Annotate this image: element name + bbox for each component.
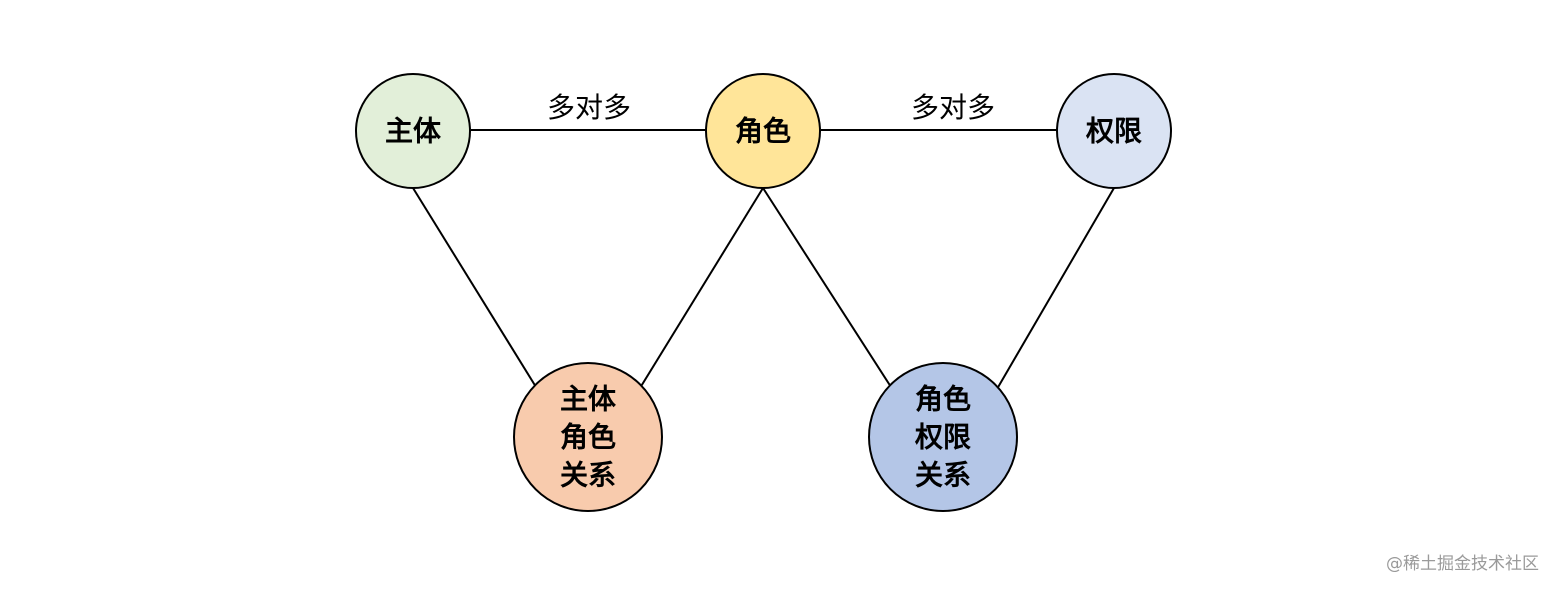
edge-role-to-subject-role-relation xyxy=(639,187,764,389)
node-label-subject-role-relation-line-1: 角色 xyxy=(560,421,616,454)
edge-label-subject-to-role: 多对多 xyxy=(547,91,631,124)
node-circle-role-permission-relation xyxy=(868,362,1018,512)
node-label-role-permission-relation-line-2: 关系 xyxy=(915,459,971,492)
node-subject: 主体 xyxy=(355,73,471,189)
node-label-permission-line-0: 权限 xyxy=(1085,115,1142,148)
edge-role-to-role-permission-relation xyxy=(762,187,892,388)
watermark-text: @稀土掘金技术社区 xyxy=(1386,554,1539,574)
node-circle-subject xyxy=(355,73,471,189)
node-label-subject-role-relation-line-0: 主体 xyxy=(560,383,617,416)
node-circle-subject-role-relation xyxy=(513,362,663,512)
node-circle-permission xyxy=(1056,73,1172,189)
node-label-role-permission-relation-line-1: 权限 xyxy=(914,421,971,454)
node-permission: 权限 xyxy=(1056,73,1172,189)
node-label-subject-role-relation-line-2: 关系 xyxy=(560,459,616,492)
edge-subject-to-subject-role-relation xyxy=(412,187,537,388)
edge-permission-to-role-permission-relation xyxy=(996,187,1115,390)
edge-label-role-to-permission: 多对多 xyxy=(911,91,995,124)
node-label-role-permission-relation-line-0: 角色 xyxy=(915,383,971,416)
node-role: 角色 xyxy=(705,73,821,189)
nodes-layer: 主体角色权限主体角色关系角色权限关系 xyxy=(355,73,1172,512)
node-label-subject-line-0: 主体 xyxy=(385,115,442,148)
edges-layer: 多对多 多对多 xyxy=(412,91,1115,390)
node-label-role-line-0: 角色 xyxy=(735,115,791,148)
node-circle-role xyxy=(705,73,821,189)
